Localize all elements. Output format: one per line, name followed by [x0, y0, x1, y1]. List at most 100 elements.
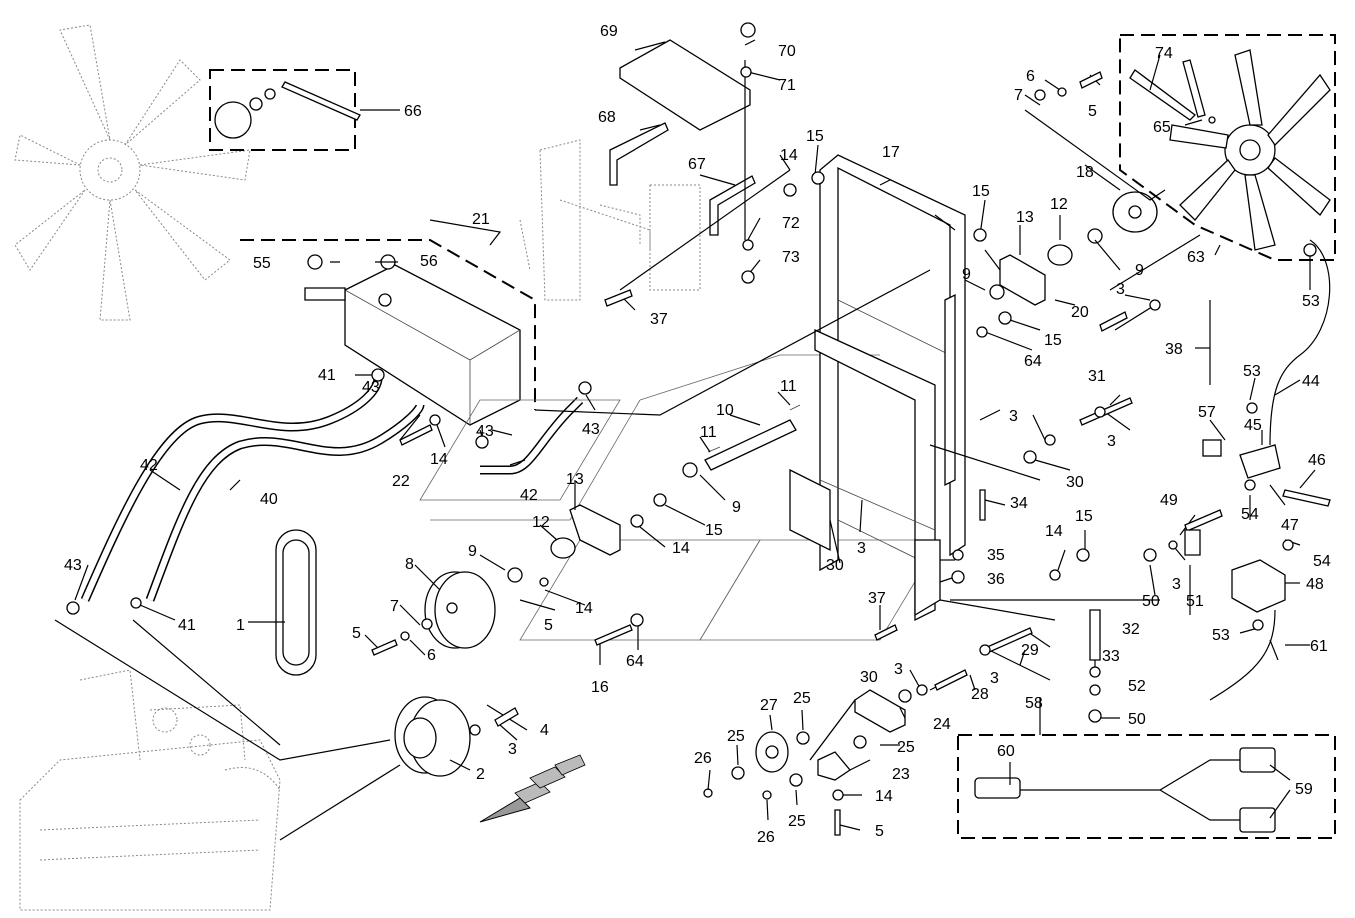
callout-42: 42: [140, 457, 158, 474]
callout-51: 51: [1186, 593, 1204, 610]
callout-25d: 25: [788, 813, 806, 830]
callout-41: 41: [318, 367, 336, 384]
callout-30b: 30: [1066, 474, 1084, 491]
callout-25b: 25: [727, 728, 745, 745]
callout-43c: 43: [582, 421, 600, 438]
callout-64b: 64: [1024, 353, 1042, 370]
callout-28: 28: [971, 686, 989, 703]
callout-7: 7: [390, 598, 399, 615]
callout-14f: 14: [875, 788, 893, 805]
callout-63: 63: [1187, 249, 1205, 266]
engine-illustration: [19, 669, 281, 911]
callout-25c: 25: [897, 739, 915, 756]
callout-6b: 6: [1026, 68, 1035, 85]
callout-50b: 50: [1128, 711, 1146, 728]
callout-15b: 15: [806, 128, 824, 145]
callout-3f: 3: [894, 661, 903, 678]
callout-9: 9: [468, 543, 477, 560]
callout-13b: 13: [1016, 209, 1034, 226]
cover-plate-69: [619, 39, 751, 131]
leader-lines: [54, 39, 1316, 841]
callout-48: 48: [1306, 576, 1324, 593]
group-box-58: [957, 734, 1336, 839]
callout-53c: 53: [1212, 627, 1230, 644]
sensor-cable: [1202, 239, 1331, 701]
callout-50: 50: [1142, 593, 1160, 610]
callout-22: 22: [392, 473, 410, 490]
group-box-21: [240, 239, 536, 410]
callout-71: 71: [778, 77, 796, 94]
callout-37: 37: [650, 311, 668, 328]
group-box-66: [209, 69, 356, 151]
frame-hatch-outline: [419, 354, 941, 641]
callout-46: 46: [1308, 452, 1326, 469]
callout-45: 45: [1244, 417, 1262, 434]
callout-12: 12: [532, 514, 550, 531]
fan-63: [1129, 49, 1331, 251]
callout-labels: 1 2 3 3 3 3 3 3 3 3 4 5 5 5 5 6 6 7 7 8 …: [64, 23, 1331, 846]
callout-4: 4: [540, 722, 549, 739]
callout-43d: 43: [64, 557, 82, 574]
callout-40: 40: [260, 491, 278, 508]
callout-54: 54: [1241, 506, 1259, 523]
pulley-8: [424, 571, 496, 649]
callout-5: 5: [352, 625, 361, 642]
radiator-frame-17: [789, 154, 966, 622]
hose-40-42: [80, 374, 584, 602]
background-frame-ghost: [519, 139, 701, 301]
callout-33: 33: [1102, 648, 1120, 665]
callout-30c: 30: [860, 669, 878, 686]
callout-15e: 15: [1075, 508, 1093, 525]
idler-assembly: [703, 689, 906, 800]
callout-26: 26: [694, 750, 712, 767]
callout-14d: 14: [780, 147, 798, 164]
callout-42b: 42: [520, 487, 538, 504]
callout-64: 64: [626, 653, 644, 670]
callout-69: 69: [600, 23, 618, 40]
callout-73: 73: [782, 249, 800, 266]
callout-20: 20: [1071, 304, 1089, 321]
callout-58: 58: [1025, 695, 1043, 712]
callout-1: 1: [236, 617, 245, 634]
bracket-13-left: [507, 462, 698, 587]
callout-3: 3: [508, 741, 517, 758]
callout-38: 38: [1165, 341, 1183, 358]
callout-66: 66: [404, 103, 422, 120]
callout-37b: 37: [868, 590, 886, 607]
callout-14e: 14: [1045, 523, 1063, 540]
callout-41b: 41: [178, 617, 196, 634]
callout-16: 16: [591, 679, 609, 696]
callout-70: 70: [778, 43, 796, 60]
callout-9c: 9: [962, 266, 971, 283]
callout-14c: 14: [575, 600, 593, 617]
callout-23: 23: [892, 766, 910, 783]
callout-3h: 3: [1172, 576, 1181, 593]
callout-34: 34: [1010, 495, 1028, 512]
callout-7b: 7: [1014, 87, 1023, 104]
callout-14: 14: [430, 451, 448, 468]
callout-3g: 3: [990, 670, 999, 687]
callout-57: 57: [1198, 404, 1216, 421]
callout-8: 8: [405, 556, 414, 573]
seal-kit-66: [214, 81, 361, 139]
callout-44: 44: [1302, 373, 1320, 390]
callout-11b: 11: [700, 424, 717, 441]
callout-53: 53: [1302, 293, 1320, 310]
callout-25: 25: [793, 690, 811, 707]
fasteners: [66, 22, 1331, 836]
callout-26b: 26: [757, 829, 775, 846]
callout-72: 72: [782, 215, 800, 232]
callout-5d: 5: [1088, 103, 1097, 120]
v-belt-1: [275, 529, 317, 676]
callout-59: 59: [1295, 781, 1313, 798]
callout-5c: 5: [875, 823, 884, 840]
callout-9b: 9: [732, 499, 741, 516]
callout-74: 74: [1155, 45, 1173, 62]
oil-cooler-21: [304, 254, 521, 426]
brackets-67-68: [609, 122, 756, 236]
callout-15: 15: [705, 522, 723, 539]
bracket-13-right: [989, 191, 1158, 306]
callout-49: 49: [1160, 492, 1178, 509]
callout-15c: 15: [972, 183, 990, 200]
